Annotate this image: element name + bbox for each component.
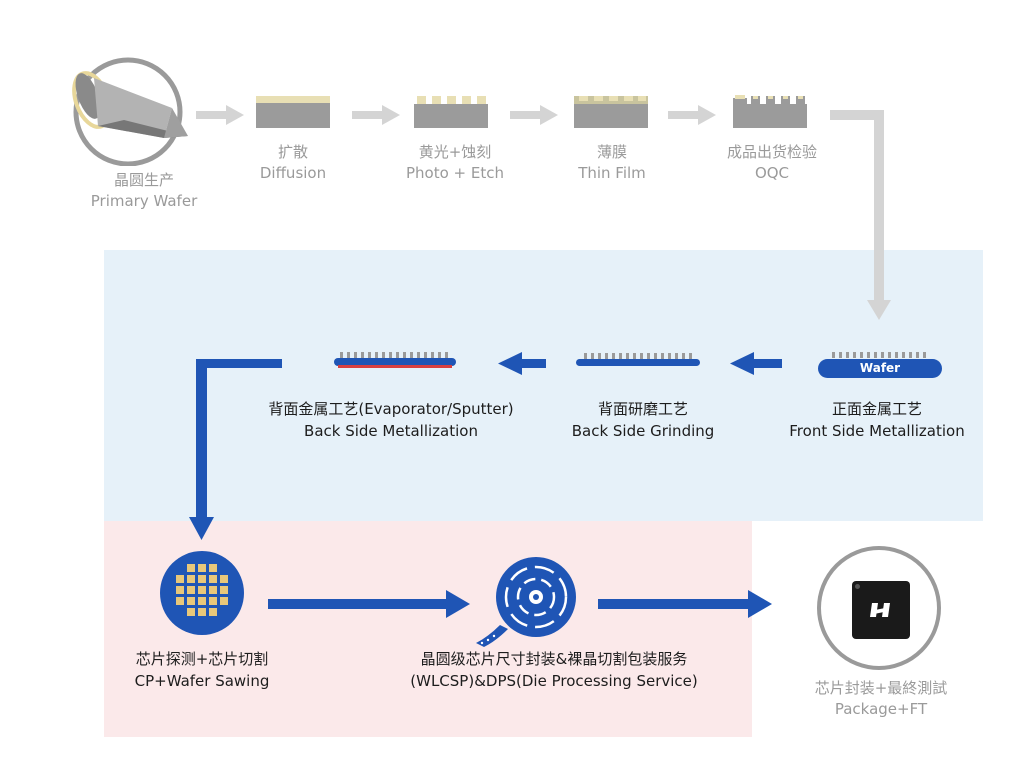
thin-film-wafer-icon [574,96,648,128]
oqc-wafer-icon [733,92,807,128]
step-wlcsp-dps: 晶圆级芯片尺寸封装&裸晶切割包装服务(WLCSP)&DPS(Die Proces… [410,650,698,690]
bump-row [832,352,926,358]
back-metallization-icon [334,352,456,368]
diffusion-wafer-icon [256,96,330,128]
blue-arrows [189,352,782,618]
back-grinding-icon [576,353,700,366]
wafer-tag: Wafer [859,361,901,375]
reel-tape-icon [476,557,576,647]
process-zone-blue [104,250,983,521]
photo-etch-wafer-icon [414,96,488,128]
wafer-ingot-icon [72,57,188,166]
chip-package-icon [817,546,941,670]
die-grid-icon [160,551,244,635]
step-back-metallization: 背面金属工艺(Evaporator/Sputter)Back Side Meta… [268,400,514,440]
gray-arrows [196,105,891,320]
front-metallization-icon: Wafer [818,352,942,378]
